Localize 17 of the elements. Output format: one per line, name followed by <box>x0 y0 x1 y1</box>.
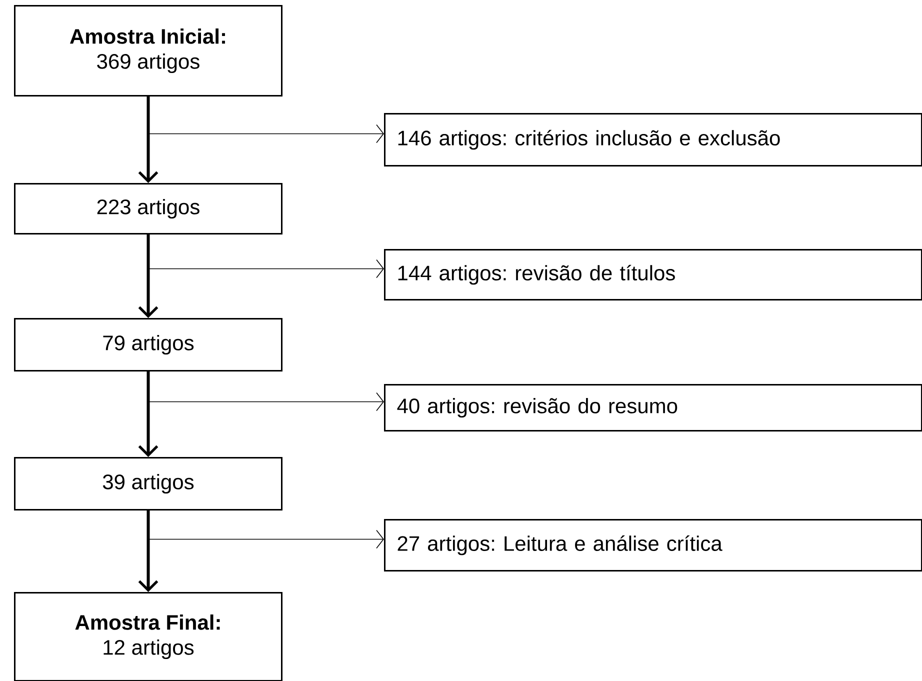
sample-box: 223 artigos <box>14 183 282 234</box>
arrow <box>138 510 158 592</box>
sample-box: 79 artigos <box>14 318 282 372</box>
sample-box: Amostra Inicial: 369 artigos <box>14 5 282 96</box>
excluded-box: 27 artigos: Leitura e análise crítica <box>384 519 922 572</box>
arrow <box>148 511 384 549</box>
sample-box: 39 artigos <box>14 457 282 510</box>
arrow <box>148 235 384 278</box>
excluded-box: 144 artigos: revisão de títulos <box>384 249 922 300</box>
arrow <box>138 372 158 457</box>
sample-box: Amostra Final: 12 artigos <box>14 592 282 681</box>
excluded-box: 40 artigos: revisão do resumo <box>384 384 922 432</box>
excluded-box: 146 artigos: critérios inclusão e exclusão <box>384 113 922 166</box>
arrow <box>138 96 158 183</box>
arrow <box>148 372 384 412</box>
arrow <box>148 97 384 144</box>
arrow <box>138 234 158 318</box>
